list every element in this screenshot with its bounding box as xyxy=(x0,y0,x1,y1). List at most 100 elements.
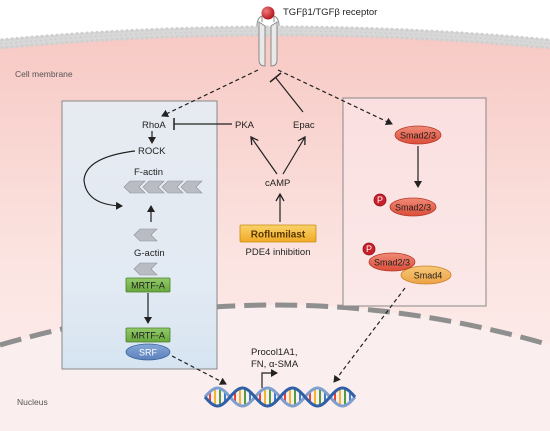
membrane-lipid-head xyxy=(15,44,19,49)
receptor-to-smad-arrow xyxy=(277,69,393,126)
membrane-lipid-head xyxy=(255,25,259,29)
membrane-lipid-head xyxy=(420,29,424,33)
membrane-lipid-head xyxy=(300,25,304,29)
membrane-lipid-head xyxy=(335,26,339,30)
membrane-lipid-head xyxy=(410,28,414,32)
membrane-lipid-head xyxy=(465,31,469,35)
membrane-lipid-head xyxy=(10,37,14,41)
membrane-lipid-head xyxy=(180,34,184,39)
membrane-lipid-head xyxy=(205,34,209,38)
smad23-top-label: Smad2/3 xyxy=(400,131,436,141)
membrane-lipid-head xyxy=(430,29,434,33)
membrane-lipid-head xyxy=(540,37,544,41)
tgfb-receptor xyxy=(256,6,280,67)
membrane-lipid-head xyxy=(285,25,289,29)
membrane-lipid-head xyxy=(70,32,74,36)
membrane-lipid-head xyxy=(515,35,519,39)
membrane-lipid-head xyxy=(65,40,69,45)
membrane-lipid-head xyxy=(120,29,124,33)
membrane-lipid-head xyxy=(410,36,414,40)
membrane-lipid-head xyxy=(455,39,459,43)
membrane-lipid-head xyxy=(455,31,459,35)
membrane-lipid-head xyxy=(225,25,229,29)
membrane-lipid-head xyxy=(490,41,494,45)
membrane-lipid-head xyxy=(65,32,69,37)
membrane-lipid-head xyxy=(510,35,514,39)
tgfb-ligand-icon xyxy=(261,6,275,20)
membrane-lipid-head xyxy=(90,31,94,35)
gactin-label: G-actin xyxy=(134,248,165,259)
membrane-lipid-head xyxy=(50,33,54,38)
membrane-lipid-head xyxy=(175,27,179,31)
membrane-lipid-head xyxy=(200,26,204,30)
membrane-lipid-head xyxy=(95,38,99,43)
membrane-lipid-head xyxy=(160,27,164,31)
membrane-lipid-head xyxy=(45,34,49,38)
mrtf-a-nucleus-box xyxy=(125,327,171,343)
membrane-lipid-head xyxy=(30,43,34,47)
membrane-lipid-head xyxy=(390,27,394,31)
membrane-lipid-head xyxy=(125,29,129,33)
membrane-lipid-head xyxy=(170,27,174,31)
smad23-bottom-ellipse xyxy=(368,252,416,272)
membrane-lipid-head xyxy=(60,33,64,37)
srf-ellipse xyxy=(125,343,171,361)
membrane-lipid-head xyxy=(100,38,104,42)
receptor-to-rhoa-arrow xyxy=(161,69,259,118)
membrane-lipid-head xyxy=(100,30,104,34)
membrane-lipid-head xyxy=(140,36,144,40)
membrane-lipid-head xyxy=(525,36,529,40)
membrane-lipid-head xyxy=(295,25,299,29)
membrane-lipid-head xyxy=(315,25,319,29)
membrane-lipid-head xyxy=(355,34,359,38)
membrane-lipid-head xyxy=(245,25,249,29)
membrane-lipid-head xyxy=(205,26,209,30)
epac-inhibition-line xyxy=(275,77,304,113)
membrane-lipid-head xyxy=(420,37,424,41)
membrane-lipid-head xyxy=(480,32,484,36)
membrane-lipid-head xyxy=(35,35,39,39)
mrtf-a-cytoplasm-box xyxy=(125,277,171,293)
membrane-lipid-head xyxy=(375,35,379,39)
membrane-lipid-head xyxy=(490,33,494,37)
factin-subunit xyxy=(161,180,184,194)
membrane-lipid-head xyxy=(395,27,399,32)
membrane-lipid-head xyxy=(220,25,224,30)
membrane-lipid-head xyxy=(435,29,439,34)
membrane-lipid-head xyxy=(380,27,384,31)
membrane-lipid-head xyxy=(80,39,84,44)
membrane-lipid-head xyxy=(215,33,219,38)
membrane-lipid-head xyxy=(545,38,549,42)
membrane-lipid-head xyxy=(265,25,269,29)
membrane-lipid-head xyxy=(330,25,334,30)
membrane-lipid-head xyxy=(150,36,154,40)
membrane-lipid-head xyxy=(365,26,369,31)
membrane-lipid-head xyxy=(370,35,374,39)
membrane-lipid-head xyxy=(545,46,549,50)
membrane-lipid-head xyxy=(470,40,474,44)
membrane-lipid-head xyxy=(495,41,499,46)
membrane-lipid-head xyxy=(130,36,134,41)
membrane-lipid-head xyxy=(225,33,229,37)
membrane-lipid-head xyxy=(55,33,59,37)
factin-subunit xyxy=(123,180,146,194)
gene-targets-line1: Procol1A1, xyxy=(251,347,297,358)
membrane-lipid-head xyxy=(315,33,319,37)
membrane-lipid-head xyxy=(155,27,159,31)
membrane-lipid-head xyxy=(245,33,249,37)
smad23-mid-ellipse xyxy=(389,197,437,217)
membrane-lipid-head xyxy=(485,33,489,37)
roflumilast-label: Roflumilast xyxy=(251,230,306,241)
membrane-lipid-head xyxy=(200,34,204,38)
membrane-lipid-head xyxy=(165,27,169,31)
membrane-lipid-head xyxy=(175,35,179,39)
gactin-bound-subunit xyxy=(133,262,158,276)
membrane-lipid-head xyxy=(195,34,199,38)
membrane-lipid-head xyxy=(15,36,19,41)
factin-filament xyxy=(123,180,203,194)
membrane-lipid-head xyxy=(355,26,359,30)
rock-to-factin-arrow xyxy=(83,150,136,210)
membrane-lipid-head xyxy=(360,26,364,30)
membrane-lipid-head xyxy=(405,36,409,40)
cell-membrane-label: Cell membrane xyxy=(15,69,73,79)
